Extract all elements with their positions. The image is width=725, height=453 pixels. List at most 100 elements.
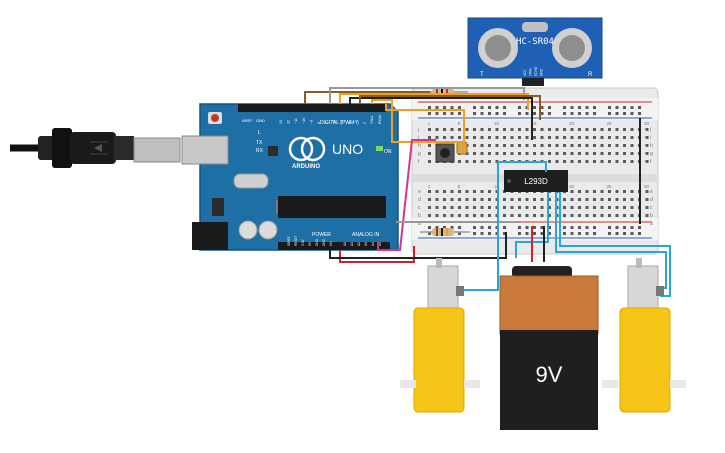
- breadboard-rail-hole: [623, 226, 626, 229]
- breadboard-hole: [540, 206, 544, 209]
- row-letter: e: [418, 189, 421, 195]
- breadboard-hole: [570, 144, 574, 147]
- breadboard-rail-hole: [443, 106, 446, 109]
- digital-pin-label: ~9: [309, 120, 313, 124]
- l293d-chip: L293D: [504, 170, 568, 192]
- analog-header-label: ANALOG IN: [352, 232, 380, 238]
- breadboard-rail-hole: [638, 232, 641, 235]
- breadboard-rail-hole: [525, 226, 529, 229]
- breadboard-hole: [480, 206, 484, 209]
- breadboard-hole: [488, 136, 491, 139]
- gnd-label: GND: [256, 118, 265, 123]
- breadboard-hole: [563, 214, 566, 217]
- breadboard-hole: [623, 152, 626, 155]
- breadboard-hole: [525, 144, 529, 147]
- breadboard-hole: [428, 144, 431, 147]
- breadboard-hole: [645, 190, 649, 193]
- breadboard-hole: [458, 136, 461, 139]
- row-letter: a: [418, 221, 421, 227]
- breadboard-hole: [450, 190, 454, 193]
- breadboard-rail-hole: [518, 226, 521, 229]
- breadboard-rail-hole: [480, 112, 484, 115]
- breadboard-hole: [428, 128, 431, 131]
- breadboard-hole: [593, 144, 596, 147]
- breadboard-hole: [645, 198, 649, 201]
- breadboard-hole: [480, 198, 484, 201]
- breadboard-hole: [600, 198, 604, 201]
- breadboard-hole: [428, 198, 431, 201]
- breadboard-rail-hole: [473, 106, 476, 109]
- digital-pin-label: 7: [325, 122, 329, 124]
- breadboard-hole: [563, 128, 566, 131]
- breadboard-hole: [540, 144, 544, 147]
- breadboard-hole: [600, 128, 604, 131]
- breadboard-hole: [488, 160, 491, 163]
- breadboard-rail-hole: [570, 226, 574, 229]
- breadboard-hole: [563, 144, 566, 147]
- breadboard-hole: [480, 144, 484, 147]
- column-number: 1: [428, 184, 431, 189]
- breadboard-rail-hole: [638, 112, 641, 115]
- breadboard-hole: [473, 144, 476, 147]
- breadboard-hole: [503, 136, 506, 139]
- breadboard-hole: [645, 206, 649, 209]
- breadboard-hole: [608, 190, 611, 193]
- digital-pin-label: ~6: [332, 120, 336, 124]
- breadboard-hole: [540, 198, 544, 201]
- breadboard-hole: [615, 190, 619, 193]
- breadboard-hole: [510, 198, 514, 201]
- column-number: 10: [494, 184, 500, 189]
- battery-label: 9V: [536, 362, 563, 387]
- breadboard-rail-hole: [533, 226, 536, 229]
- breadboard-hole: [578, 136, 581, 139]
- breadboard-rail-hole: [458, 226, 461, 229]
- breadboard-hole: [540, 152, 544, 155]
- battery-9v: 9V: [499, 266, 599, 430]
- breadboard-hole: [495, 144, 499, 147]
- breadboard-hole: [533, 206, 536, 209]
- breadboard-hole: [503, 206, 506, 209]
- board-brand-label: ARDUINO: [292, 164, 320, 170]
- breadboard-hole: [593, 214, 596, 217]
- breadboard-hole: [503, 214, 506, 217]
- breadboard-hole: [578, 198, 581, 201]
- breadboard-hole: [630, 206, 634, 209]
- breadboard-hole: [630, 190, 634, 193]
- breadboard-hole: [608, 136, 611, 139]
- breadboard-hole: [585, 190, 589, 193]
- breadboard-hole: [585, 128, 589, 131]
- row-letter: h: [650, 143, 653, 149]
- breadboard-hole: [540, 214, 544, 217]
- breadboard-hole: [510, 128, 514, 131]
- breadboard-hole: [435, 214, 439, 217]
- breadboard-hole: [473, 190, 476, 193]
- breadboard-rail-hole: [488, 106, 491, 109]
- breadboard-hole: [435, 128, 439, 131]
- breadboard-rail-hole: [540, 112, 544, 115]
- breadboard-hole: [615, 152, 619, 155]
- breadboard-rail-hole: [578, 226, 581, 229]
- breadboard-hole: [630, 144, 634, 147]
- breadboard-hole: [585, 144, 589, 147]
- breadboard-rail-hole: [428, 226, 431, 229]
- right-motor: [602, 258, 686, 413]
- breadboard-hole: [630, 214, 634, 217]
- breadboard-hole: [480, 152, 484, 155]
- row-letter: g: [418, 151, 421, 157]
- breadboard-hole: [570, 214, 574, 217]
- breadboard-rail-hole: [593, 106, 596, 109]
- breadboard-hole: [645, 136, 649, 139]
- breadboard-rail-hole: [593, 232, 596, 235]
- breadboard-hole: [465, 128, 469, 131]
- breadboard-hole: [495, 128, 499, 131]
- board-model-label: UNO: [332, 141, 363, 157]
- power-header-label: POWER: [312, 232, 331, 238]
- breadboard-rail-hole: [428, 112, 431, 115]
- breadboard-hole: [450, 198, 454, 201]
- breadboard-hole: [608, 214, 611, 217]
- breadboard-hole: [428, 214, 431, 217]
- breadboard-rail-hole: [623, 106, 626, 109]
